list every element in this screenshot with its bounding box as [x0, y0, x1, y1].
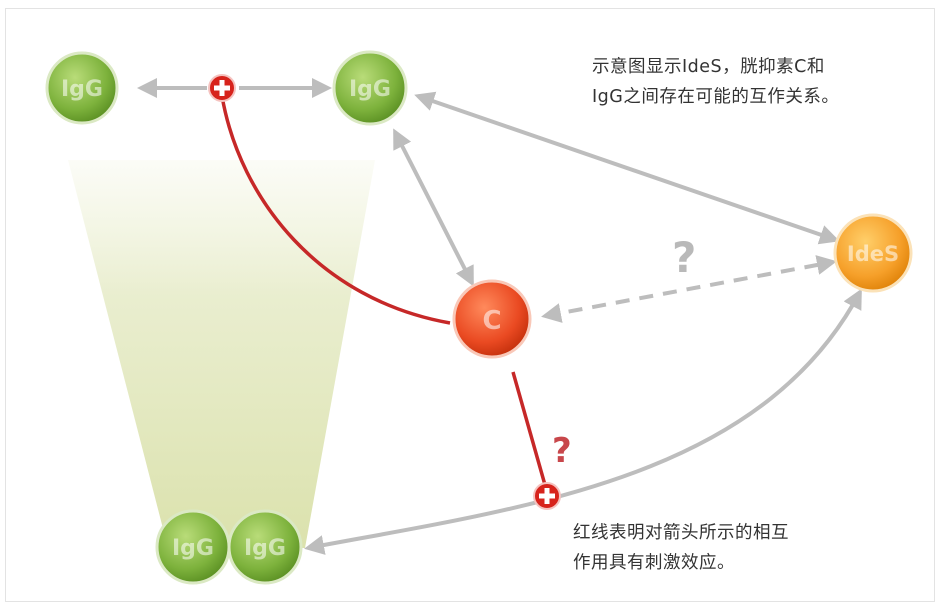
stimulus-line-top: [220, 95, 451, 325]
caption-top: 示意图显示IdeS，胱抑素C和 IgG之间存在可能的互作关系。: [592, 52, 839, 112]
stimulus-plus-icon-bottom: [533, 482, 561, 510]
caption-bottom-line-2: 作用具有刺激效应。: [573, 553, 735, 573]
svg-text:IgG: IgG: [244, 536, 286, 561]
svg-text:IgG: IgG: [172, 536, 214, 561]
node-igg-top-middle: IgG: [332, 50, 408, 126]
node-cystatin-c-center: C: [452, 279, 532, 359]
node-igg-bottom-left-2: IgG: [227, 509, 303, 585]
question-mark-gray: ?: [672, 233, 696, 282]
svg-text:IgG: IgG: [61, 77, 103, 102]
caption-top-line-1: 示意图显示IdeS，胱抑素C和: [592, 57, 825, 77]
stimulus-line-bottom: [511, 371, 547, 486]
node-igg-top-left: IgG: [45, 51, 119, 125]
caption-bottom: 红线表明对箭头所示的相互 作用具有刺激效应。: [573, 518, 789, 578]
node-ides-right: IdeS: [833, 213, 913, 293]
svg-text:C: C: [482, 306, 501, 336]
arrow-topmiddle-center: [393, 128, 474, 287]
arrow-bottomleft-right-curve: [304, 288, 862, 555]
svg-text:IgG: IgG: [349, 77, 391, 102]
node-igg-bottom-left-1: IgG: [155, 509, 231, 585]
stimulus-plus-icon-top: [208, 74, 236, 102]
arrow-topmiddle-right: [414, 91, 840, 245]
caption-bottom-line-1: 红线表明对箭头所示的相互: [573, 523, 789, 543]
funnel-background: [68, 160, 375, 548]
question-mark-red: ?: [552, 431, 572, 471]
svg-text:IdeS: IdeS: [847, 242, 899, 266]
caption-top-line-2: IgG之间存在可能的互作关系。: [592, 87, 840, 107]
